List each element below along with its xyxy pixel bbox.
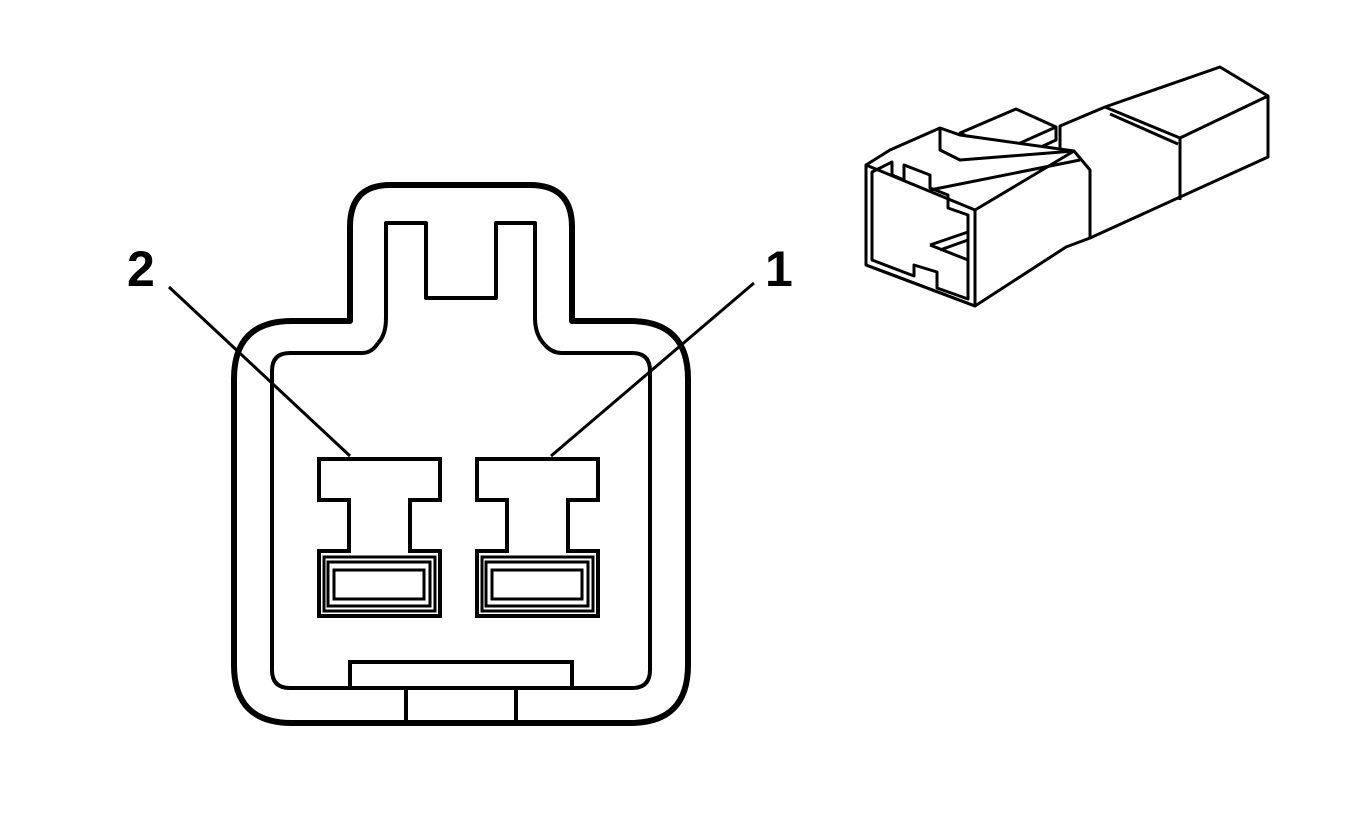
connector-body [864,126,1092,308]
latch-slot [376,221,547,347]
front-face-frame [864,163,977,308]
terminal-cavity-pin-2 [317,457,442,618]
connector-outer-housing [231,182,691,726]
leader-line-pin-1 [550,281,755,458]
inner-cavity [270,341,652,690]
terminal-cavity-pin-1 [475,457,600,618]
pin-label-2: 2 [127,241,155,297]
pin-label-1: 1 [765,241,793,297]
connector-face-view: 2 1 [127,182,793,726]
bottom-key [348,660,574,723]
leader-line-pin-2 [167,285,352,458]
connector-perspective-view [864,65,1270,308]
